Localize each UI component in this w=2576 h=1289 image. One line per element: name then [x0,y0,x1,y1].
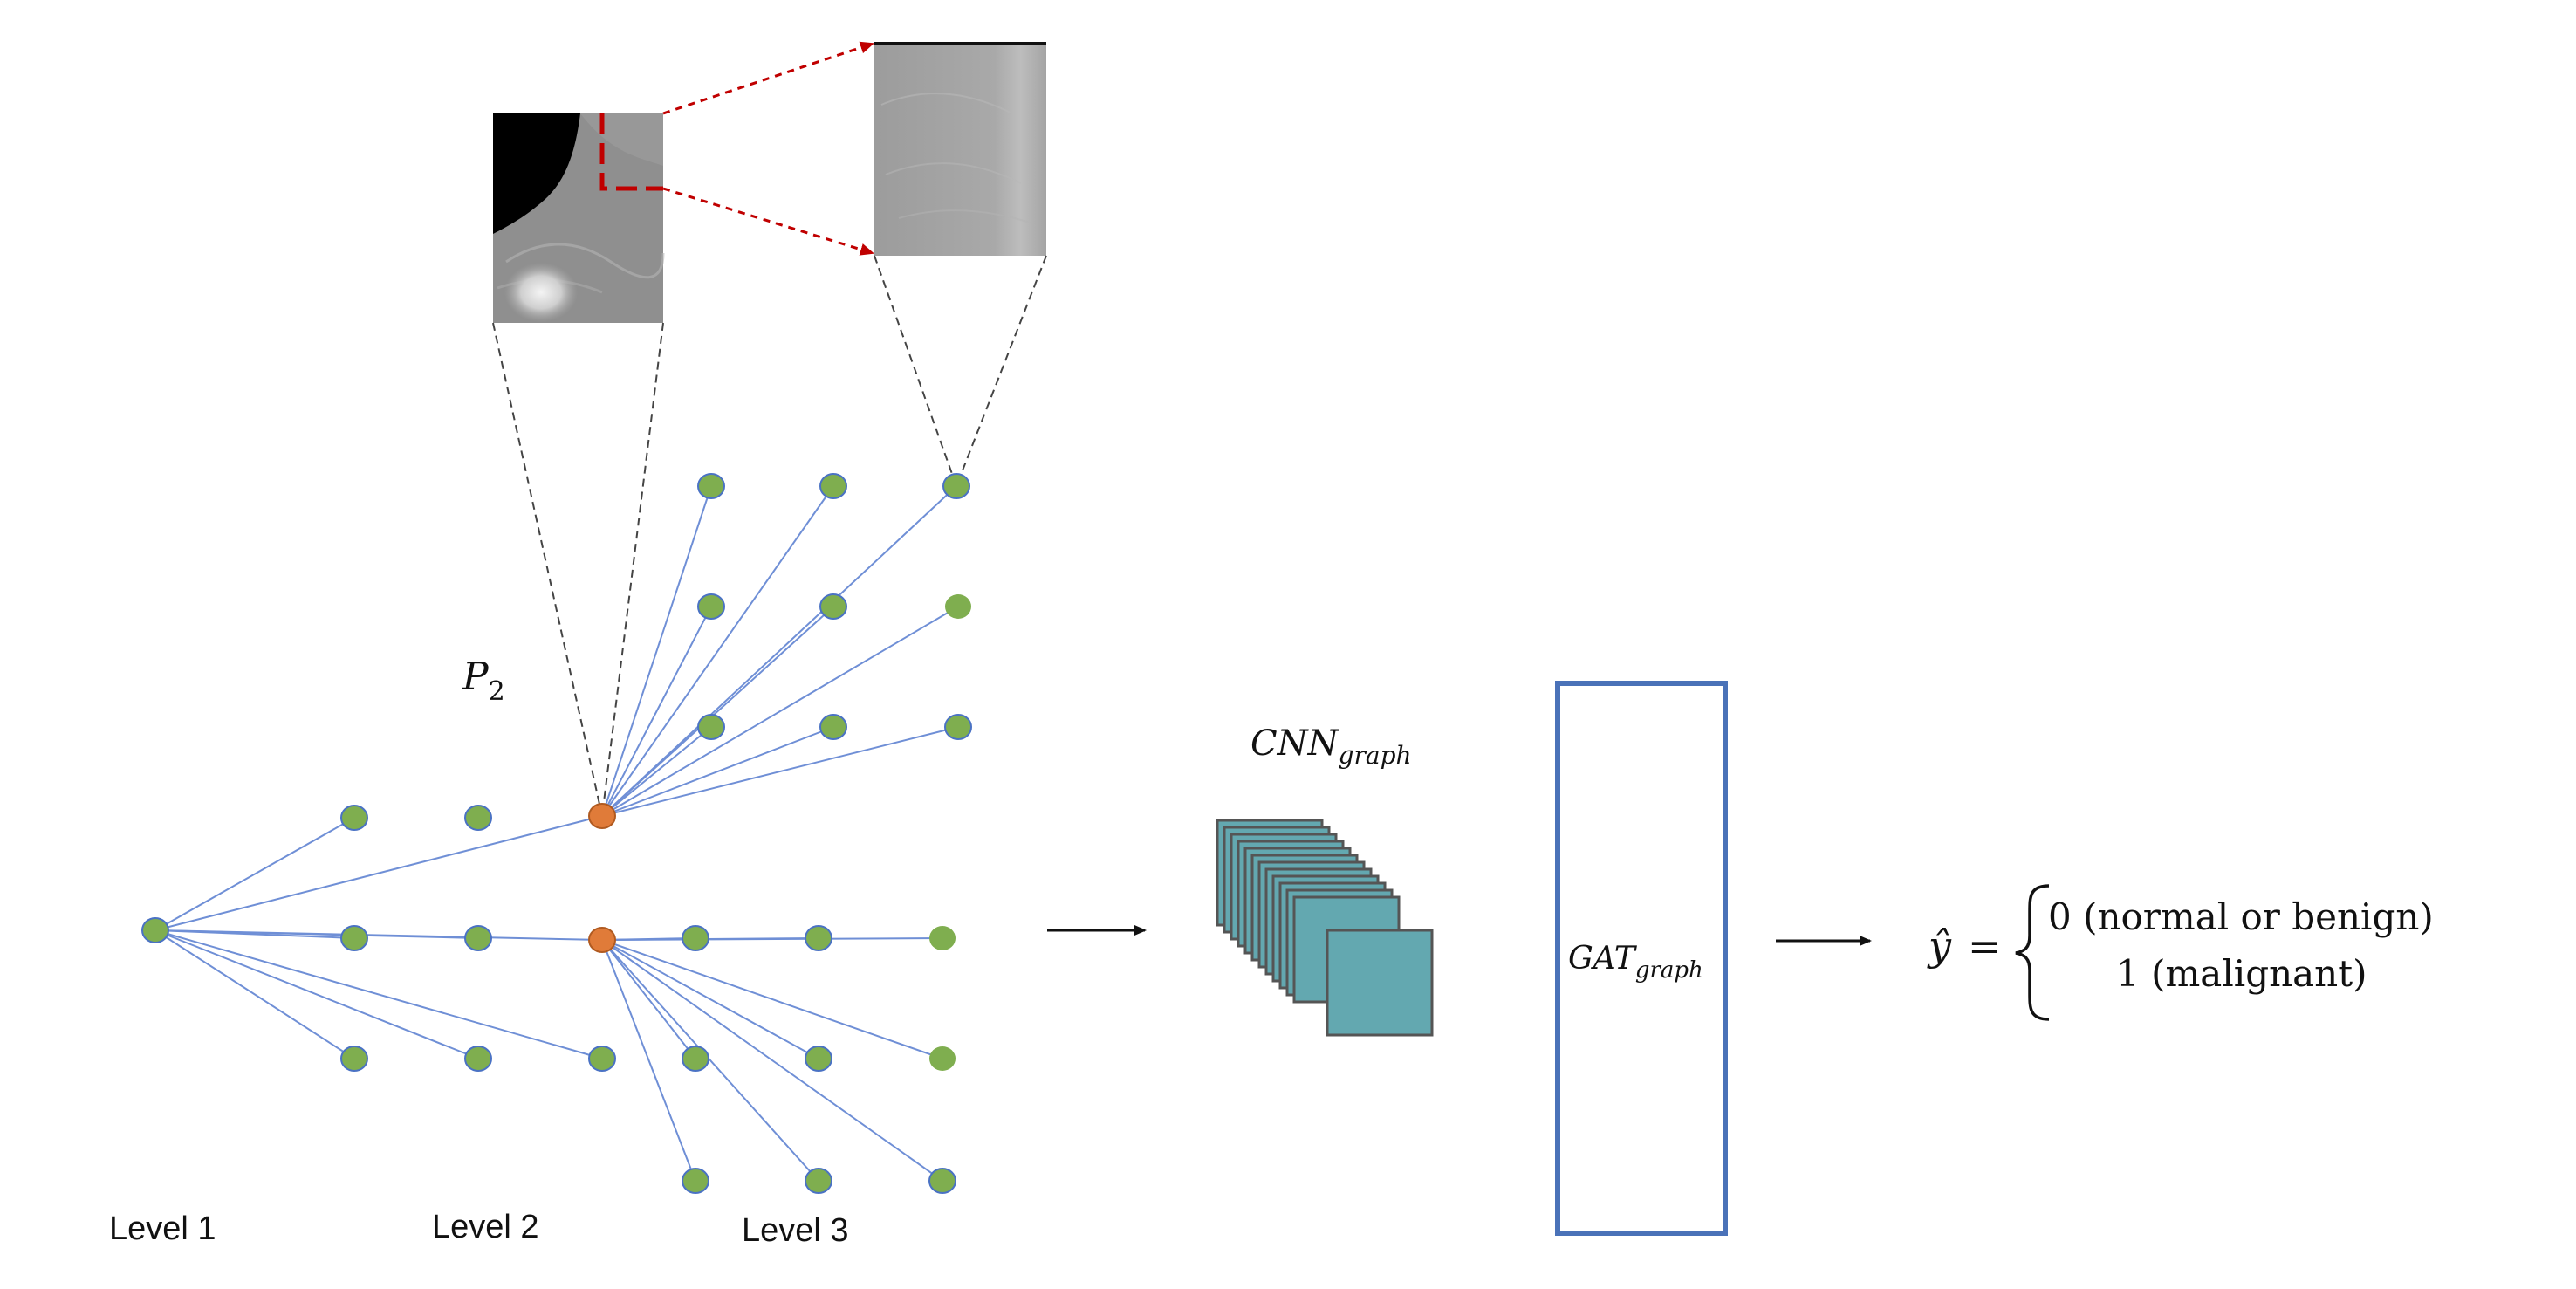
graph-node [819,473,847,499]
graph-edge [601,937,943,941]
graph-node [944,714,972,740]
graph-node [697,714,725,740]
graph-node [929,1046,956,1071]
guide-line [874,255,957,487]
graph-edge [601,939,819,1059]
graph-edges [154,485,959,1182]
graph-node [682,1046,709,1072]
graph-edge [601,939,696,1059]
graph-node [945,594,971,619]
output-case-1: 1 (malignant) [2116,952,2367,995]
graph-node [928,1168,956,1194]
equals-sign: = [1968,922,2002,970]
graph-node-selected [588,927,616,953]
graph-edge [601,939,943,1182]
level-label-3: Level 3 [742,1212,849,1249]
graph-edge [601,939,943,1059]
graph-edge [601,485,712,817]
patch-label: P2 [462,655,505,707]
y-hat: ŷ [1927,922,1952,970]
graph-edge [601,606,712,817]
guide-line [956,255,1047,487]
graph-node [929,926,956,950]
graph-node [697,473,725,499]
graph-edge [601,939,819,1182]
feature-map-stack [1216,819,1434,1037]
graph-node [682,1168,709,1194]
gat-label: GATgraph [1568,941,1703,984]
graph-node [805,925,832,951]
graph-node [588,1046,616,1072]
graph-edge [601,939,696,1182]
zoom-arrow-top [662,41,874,115]
graph-node [340,925,368,951]
graph-edge [601,606,834,817]
graph-edge [154,929,603,1059]
graph-edge [154,929,479,1059]
crop-region-outline [599,113,663,191]
graph-node [697,593,725,620]
graph-node [805,1168,832,1194]
graph-edge [154,815,603,931]
graph-node [819,714,847,740]
graph-node-selected [588,803,616,829]
gat-box [1555,681,1728,1236]
graph-node-root [141,917,169,943]
graph-nodes [141,473,972,1194]
graph-edge [154,817,355,931]
graph-node [340,1046,368,1072]
level-label-1: Level 1 [109,1210,216,1247]
graph-edge [601,726,712,817]
output-case-0: 0 (normal or benign) [2048,895,2434,938]
zoom-arrow-bottom [662,187,874,256]
mammogram-image [493,113,665,323]
graph-node [682,925,709,951]
graph-node [464,925,492,951]
graph-edge [154,929,355,1059]
graph-edge [601,485,957,817]
left-brace [2015,884,2050,1021]
cnn-label: CNNgraph [1250,723,1412,770]
guide-line [492,322,603,817]
graph-node [464,1046,492,1072]
graph-node [464,805,492,831]
graph-node [805,1046,832,1072]
guide-line [601,322,664,817]
graph-edge [154,929,603,941]
graph-edge [601,485,834,817]
graph-edge [601,726,834,817]
zoomed-patch-image [874,42,1046,256]
graph-edge [601,606,959,817]
output-equation: ŷ = 0 (normal or benign) 1 (malignant) [1927,884,2434,1021]
level-label-2: Level 2 [432,1209,539,1245]
graph-edge [601,726,959,817]
graph-node [942,473,970,499]
graph-node [340,805,368,831]
graph-node [819,593,847,620]
